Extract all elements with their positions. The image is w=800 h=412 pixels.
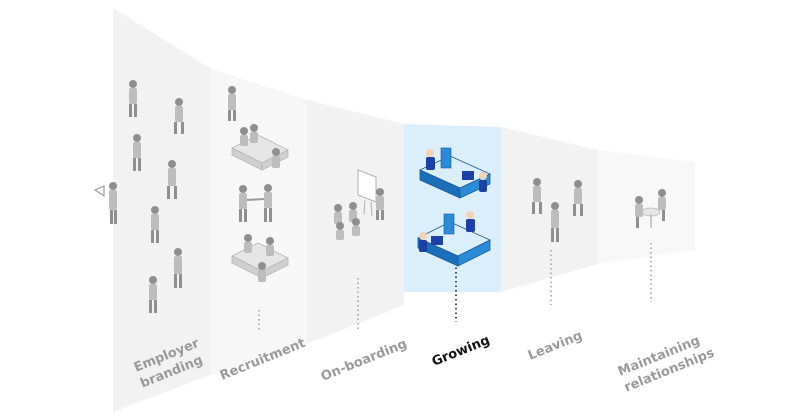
panel-employer-branding xyxy=(113,8,210,412)
interview-desk-icon xyxy=(231,234,289,282)
recruitment-illustration xyxy=(228,86,289,282)
stage-label-leaving: Leaving xyxy=(526,328,585,363)
stage-label-growing: Growing xyxy=(430,333,492,370)
person-icon xyxy=(228,86,236,121)
on-boarding-illustration xyxy=(334,169,384,240)
person-icon xyxy=(151,206,159,243)
employer-branding-illustration xyxy=(93,80,184,313)
person-icon xyxy=(573,180,583,216)
seated-group-icon xyxy=(334,202,360,240)
panel-recruitment xyxy=(210,68,307,375)
stage-label-on-boarding: On-boarding xyxy=(319,337,409,385)
handshake-icon xyxy=(239,184,272,222)
person-icon xyxy=(133,134,141,171)
maintaining-relationships-illustration xyxy=(635,189,666,228)
person-icon xyxy=(551,202,559,242)
growing-workstation-top-icon xyxy=(419,147,491,199)
panel-growing xyxy=(404,124,501,292)
growing-illustration xyxy=(417,147,491,267)
panel-leaving xyxy=(501,127,598,292)
megaphone-person-icon xyxy=(93,182,117,224)
person-icon xyxy=(174,98,184,134)
person-icon xyxy=(174,248,182,288)
coffee-meeting-icon xyxy=(635,189,666,228)
person-icon xyxy=(532,178,542,214)
stage-label-maintaining-relationships: Maintaining relationships xyxy=(616,330,717,396)
panel-maintaining-relationships xyxy=(598,150,695,264)
person-icon xyxy=(129,80,137,117)
leaving-illustration xyxy=(532,178,583,242)
presenter-icon xyxy=(376,188,384,220)
connector-lines xyxy=(258,243,652,332)
person-icon xyxy=(167,160,177,199)
person-icon xyxy=(149,276,157,313)
growing-workstation-bottom-icon xyxy=(417,211,491,267)
interview-desk-icon xyxy=(231,124,289,171)
